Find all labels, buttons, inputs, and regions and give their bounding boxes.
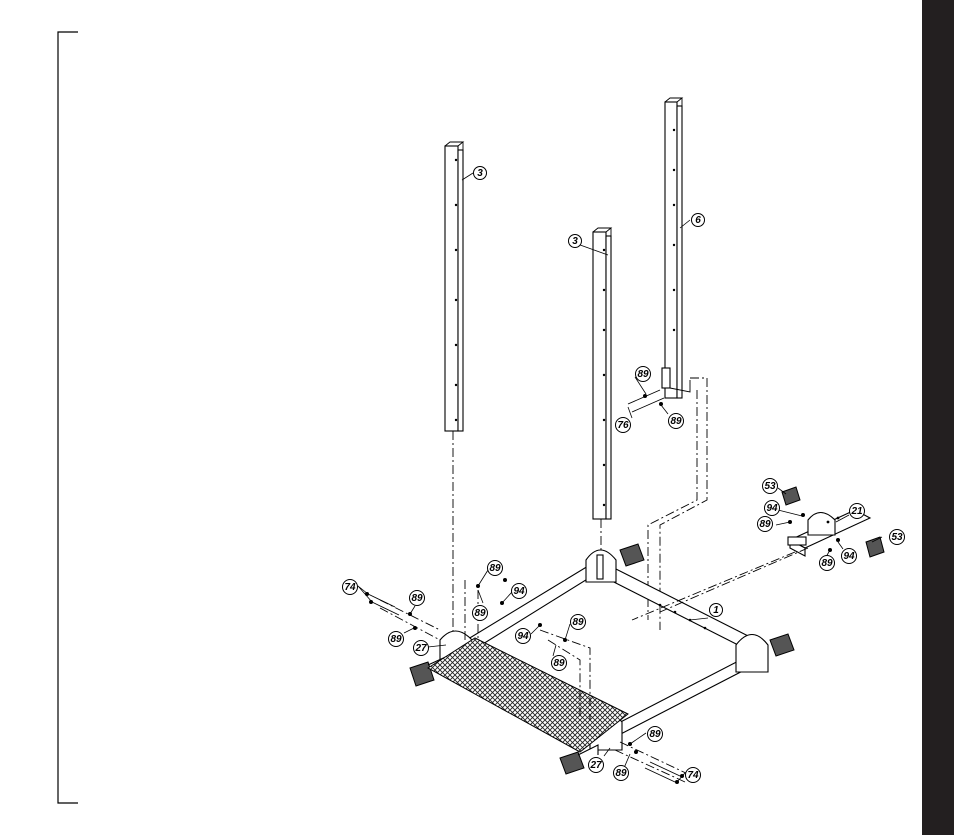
callout-part-94: 94: [842, 549, 857, 564]
corner-back: [586, 544, 644, 582]
callout-part-89: 89: [473, 606, 488, 621]
callout-part-94: 94: [512, 584, 527, 599]
callout-part-89: 89: [389, 632, 404, 647]
callout-label: 94: [843, 551, 855, 562]
callout-part-89: 89: [488, 561, 503, 576]
callout-label: 89: [821, 558, 833, 569]
middle-upright-part-3: [593, 228, 611, 519]
callout-part-89: 89: [648, 727, 663, 742]
callout-label: 89: [390, 634, 402, 645]
corner-right: [736, 634, 794, 672]
right-upright-part-6: [662, 98, 690, 398]
callout-label: 74: [687, 770, 699, 781]
callout-group: 3 3 6 89 76 89 53 94 21 89 53 89 94 1 74 89 89 27 89 94 89 94…: [343, 167, 905, 783]
callout-label: 6: [695, 215, 701, 226]
callout-part-89: 89: [410, 591, 425, 606]
callout-label: 89: [474, 608, 486, 619]
callout-part-27: 27: [589, 758, 604, 773]
callout-label: 94: [517, 631, 529, 642]
callout-label: 94: [766, 503, 778, 514]
callout-part-76: 76: [616, 418, 631, 433]
callout-part-27: 27: [414, 641, 429, 656]
callout-label: 94: [513, 586, 525, 597]
callout-label: 74: [344, 582, 356, 593]
extension-arm-part-21: [782, 487, 884, 557]
callout-label: 89: [637, 369, 649, 380]
callout-part-89: 89: [820, 556, 835, 571]
callout-part-89: 89: [758, 517, 773, 532]
callout-part-3: 3: [569, 235, 582, 248]
callout-label: 89: [759, 519, 771, 530]
callout-part-94: 94: [765, 501, 780, 516]
mesh-floor-plate: [428, 638, 628, 752]
hardware-dots: [476, 513, 840, 642]
callout-part-74: 74: [343, 580, 358, 595]
callout-label: 3: [477, 168, 483, 179]
callout-label: 3: [572, 236, 578, 247]
callout-label: 89: [615, 768, 627, 779]
callout-label: 89: [670, 416, 682, 427]
callout-label: 27: [414, 643, 427, 654]
callout-part-21: 21: [850, 504, 865, 519]
callout-part-89: 89: [669, 414, 684, 429]
page-bracket: [58, 32, 78, 803]
callout-label: 76: [617, 420, 629, 431]
callout-label: 89: [572, 617, 584, 628]
callout-part-3: 3: [474, 167, 487, 180]
callout-label: 89: [489, 563, 501, 574]
callout-label: 53: [891, 532, 903, 543]
callout-label: 89: [411, 593, 423, 604]
bolts-part-74-right: [628, 742, 684, 784]
callout-part-53: 53: [890, 530, 905, 545]
callout-part-89: 89: [552, 656, 567, 671]
callout-part-89: 89: [571, 615, 586, 630]
callout-part-53: 53: [763, 479, 778, 494]
leader-lines: [358, 173, 882, 782]
callout-part-74: 74: [686, 768, 701, 783]
callout-label: 53: [764, 481, 776, 492]
callout-part-89: 89: [636, 367, 651, 382]
callout-part-6: 6: [692, 214, 705, 227]
callout-label: 89: [649, 729, 661, 740]
callout-label: 89: [553, 658, 565, 669]
callout-part-1: 1: [710, 604, 723, 617]
left-upright-part-3: [445, 142, 463, 431]
callout-part-89: 89: [614, 766, 629, 781]
callout-label: 1: [713, 605, 719, 616]
callout-label: 27: [589, 760, 602, 771]
callout-part-94: 94: [516, 629, 531, 644]
callout-label: 21: [850, 506, 863, 517]
